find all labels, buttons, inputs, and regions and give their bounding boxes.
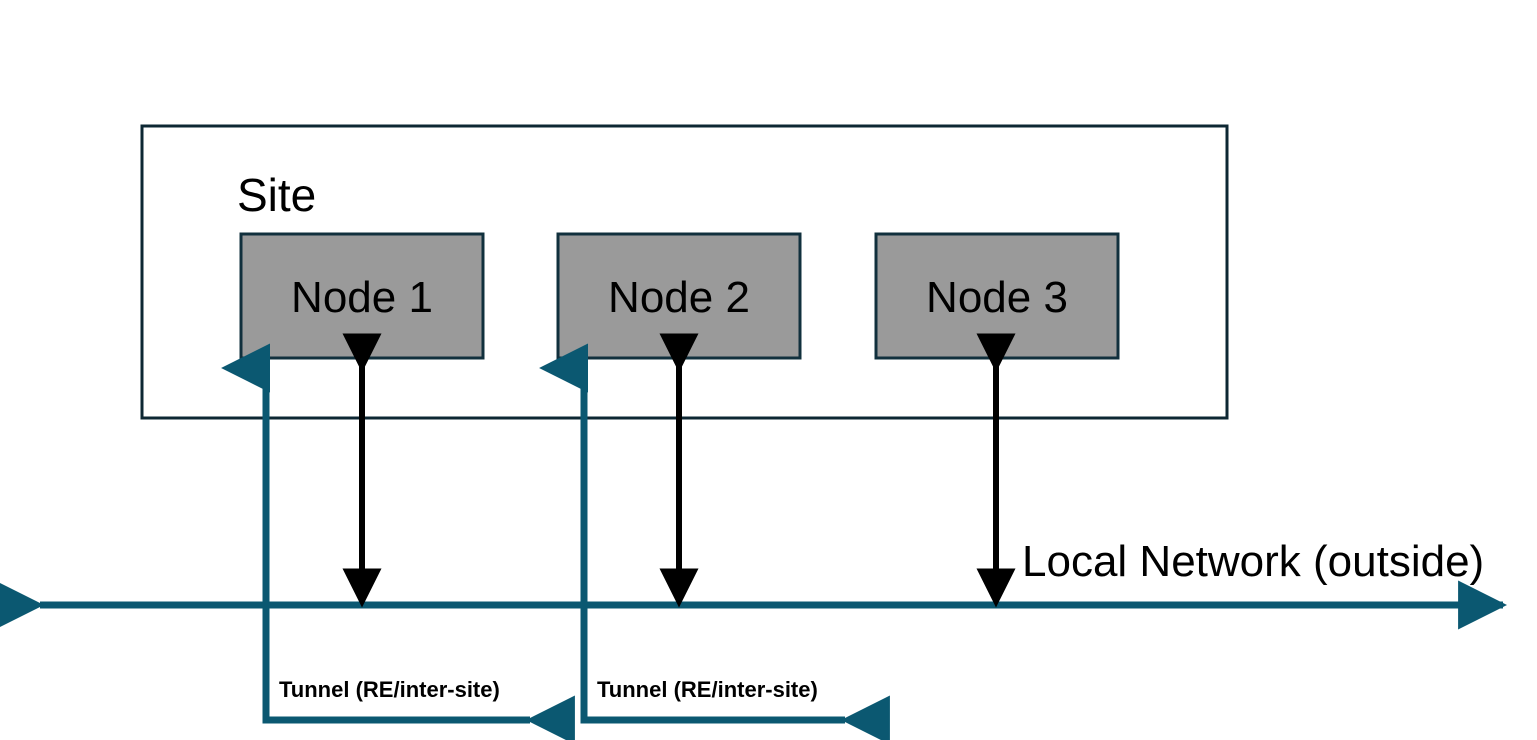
site-label: Site	[237, 169, 316, 221]
node-3-label: Node 3	[926, 273, 1068, 322]
node-1-label: Node 1	[291, 273, 433, 322]
node-2-label: Node 2	[608, 273, 750, 322]
local-network-label: Local Network (outside)	[1022, 537, 1484, 586]
tunnel-1-connector	[221, 343, 575, 740]
tunnel-2-label: Tunnel (RE/inter-site)	[597, 677, 818, 702]
tunnel-2-connector	[539, 343, 890, 740]
tunnel-1-label: Tunnel (RE/inter-site)	[279, 677, 500, 702]
